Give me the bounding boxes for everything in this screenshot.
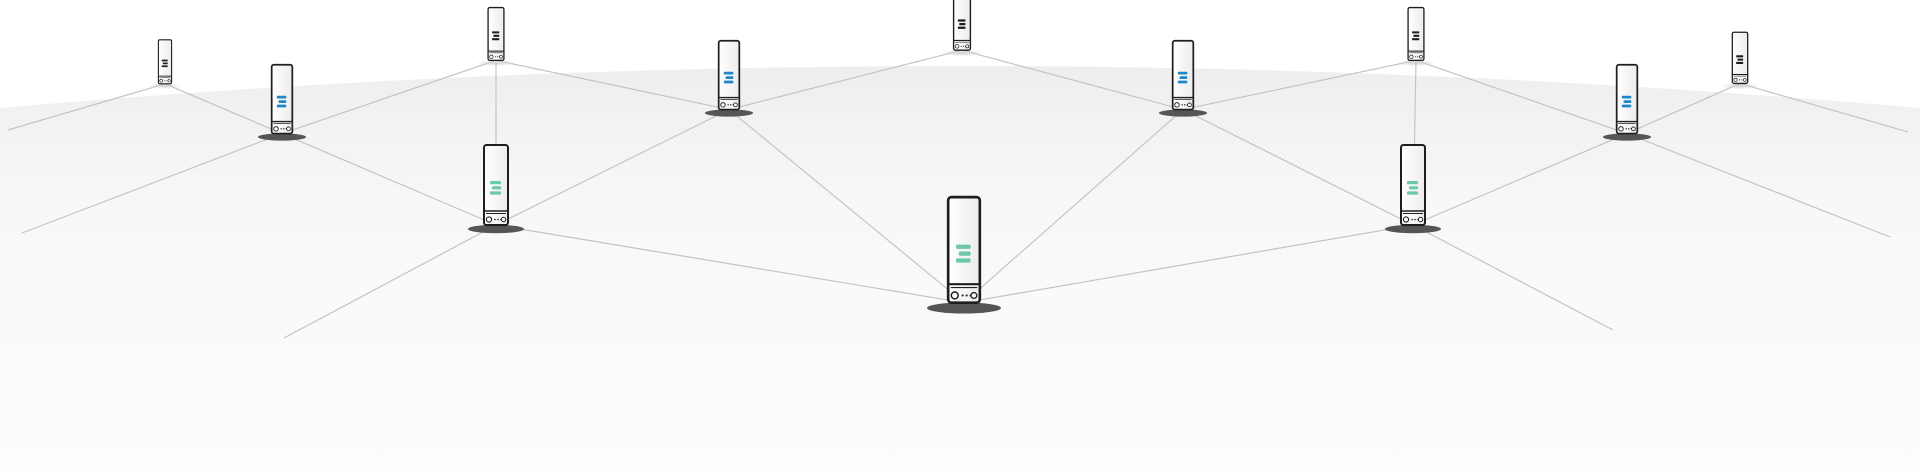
- status-bars-icon: [490, 181, 501, 195]
- network-link: [961, 49, 1184, 111]
- server-node: [1385, 144, 1441, 234]
- status-bars-icon: [1736, 55, 1744, 64]
- server-tower-icon: [157, 39, 173, 85]
- server-tower-icon: [1615, 63, 1639, 135]
- network-link: [728, 109, 965, 304]
- network-link-edge: [7, 83, 166, 131]
- server-tower-icon: [1400, 144, 1426, 226]
- network-link: [495, 224, 965, 304]
- server-node: [1602, 63, 1652, 141]
- pedestal-shadow: [1602, 133, 1652, 141]
- server-node: [1720, 31, 1760, 90]
- status-bars-icon: [723, 71, 734, 84]
- network-link: [1182, 59, 1417, 111]
- status-bars-icon: [957, 19, 966, 29]
- pedestal-shadow: [148, 83, 182, 89]
- server-node: [476, 6, 516, 67]
- network-link: [281, 133, 497, 226]
- status-bars-icon: [276, 95, 287, 108]
- pedestal-shadow: [1720, 82, 1760, 90]
- network-link-edge: [1739, 82, 1909, 133]
- network-link: [495, 109, 730, 226]
- network-link-edge: [1412, 224, 1614, 331]
- network-link-edge: [21, 132, 283, 234]
- server-node: [704, 39, 754, 117]
- server-node: [257, 63, 307, 141]
- server-node: [1158, 39, 1208, 117]
- network-link: [963, 109, 1184, 304]
- pedestal-shadow: [704, 109, 754, 117]
- network-link: [728, 49, 963, 111]
- pedestal-shadow: [941, 49, 983, 57]
- network-link: [1182, 109, 1414, 226]
- server-node: [1396, 6, 1436, 67]
- server-node: [148, 39, 182, 89]
- server-tower-icon: [1171, 39, 1195, 111]
- network-link: [495, 59, 730, 111]
- pedestal-shadow: [257, 133, 307, 141]
- pedestal-shadow: [476, 59, 516, 67]
- server-tower-icon: [717, 39, 741, 111]
- nodes-layer: [148, 0, 1760, 314]
- pedestal-shadow: [1158, 109, 1208, 117]
- network-link: [963, 224, 1414, 304]
- server-tower-icon: [487, 6, 505, 62]
- network-link-edge: [1626, 133, 1891, 238]
- pedestal-shadow: [468, 224, 524, 234]
- status-bars-icon: [492, 31, 500, 41]
- server-tower-icon: [270, 63, 294, 135]
- network-link: [1412, 133, 1628, 226]
- network-link: [1626, 82, 1741, 135]
- status-bars-icon: [1412, 31, 1420, 41]
- server-node: [927, 195, 1001, 314]
- server-node: [941, 0, 983, 57]
- links-layer: [7, 49, 1909, 339]
- server-tower-icon: [952, 0, 972, 51]
- status-bars-icon: [1407, 181, 1418, 195]
- server-tower-icon: [483, 144, 509, 226]
- status-bars-icon: [1621, 95, 1632, 108]
- server-tower-icon: [1731, 31, 1749, 85]
- server-tower-icon: [1407, 6, 1425, 62]
- pedestal-shadow: [927, 302, 1001, 314]
- status-bars-icon: [161, 59, 168, 68]
- network-link: [281, 59, 497, 135]
- server-tower-icon: [946, 195, 982, 305]
- pedestal-shadow: [1396, 59, 1436, 67]
- status-bars-icon: [1177, 71, 1188, 84]
- pedestal-shadow: [1385, 224, 1441, 234]
- network-link-edge: [283, 224, 497, 339]
- status-bars-icon: [956, 244, 971, 263]
- server-node: [468, 144, 524, 234]
- network-link: [1415, 59, 1628, 135]
- network-link: [164, 83, 283, 135]
